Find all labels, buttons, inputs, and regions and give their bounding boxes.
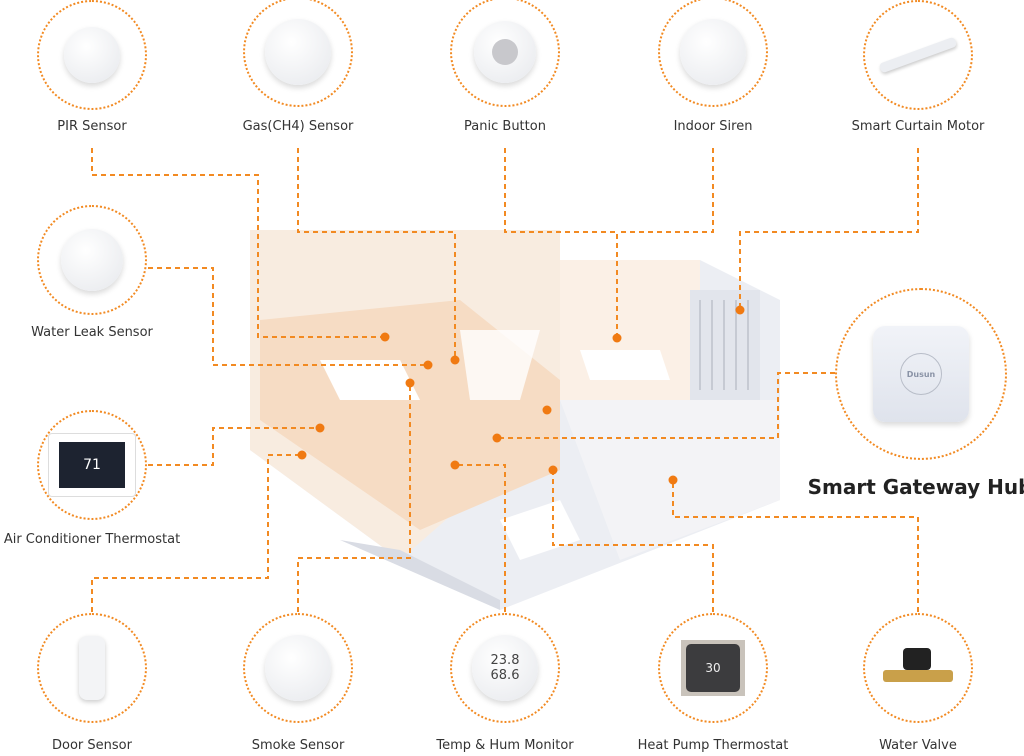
pir-sensor-label: PIR Sensor [57, 119, 127, 134]
indoor-siren-image [658, 0, 768, 107]
gas-sensor-image [243, 0, 353, 107]
panic-button-label: Panic Button [464, 119, 546, 134]
temp-hum-monitor-label: Temp & Hum Monitor [436, 738, 574, 753]
heat-pump-display: 30 [686, 644, 740, 692]
connector-lines [91, 148, 919, 612]
water-valve-label: Water Valve [879, 738, 957, 753]
water-valve-image [863, 613, 973, 723]
pir-sensor-image [37, 0, 147, 110]
door-sensor-label: Door Sensor [52, 738, 132, 753]
smoke-sensor-label: Smoke Sensor [251, 738, 345, 753]
panic-button-image [450, 0, 560, 107]
water-leak-sensor-image [37, 205, 147, 315]
gas-sensor-label: Gas(CH4) Sensor [242, 119, 354, 134]
ac-thermostat-label: Air Conditioner Thermostat [3, 532, 181, 547]
ac-display: 71 [59, 442, 125, 488]
gateway-hub-label: Smart Gateway Hub [807, 475, 1024, 499]
curtain-motor-label: Smart Curtain Motor [851, 119, 985, 134]
sensor-location-dots [297, 305, 745, 485]
smoke-sensor-image [243, 613, 353, 723]
heat-pump-thermostat-image: 30 [658, 613, 768, 723]
ac-thermostat-image: 71 [37, 410, 147, 520]
curtain-motor-image [863, 0, 973, 110]
temperature-reading: 23.8 [490, 653, 520, 668]
indoor-siren-label: Indoor Siren [673, 119, 753, 134]
door-sensor-image [37, 613, 147, 723]
water-leak-sensor-label: Water Leak Sensor [31, 325, 153, 340]
heat-pump-thermostat-label: Heat Pump Thermostat [637, 738, 789, 753]
humidity-reading: 68.6 [490, 668, 520, 683]
gateway-hub-image: Dusun [835, 288, 1007, 460]
hub-logo: Dusun [900, 353, 942, 395]
